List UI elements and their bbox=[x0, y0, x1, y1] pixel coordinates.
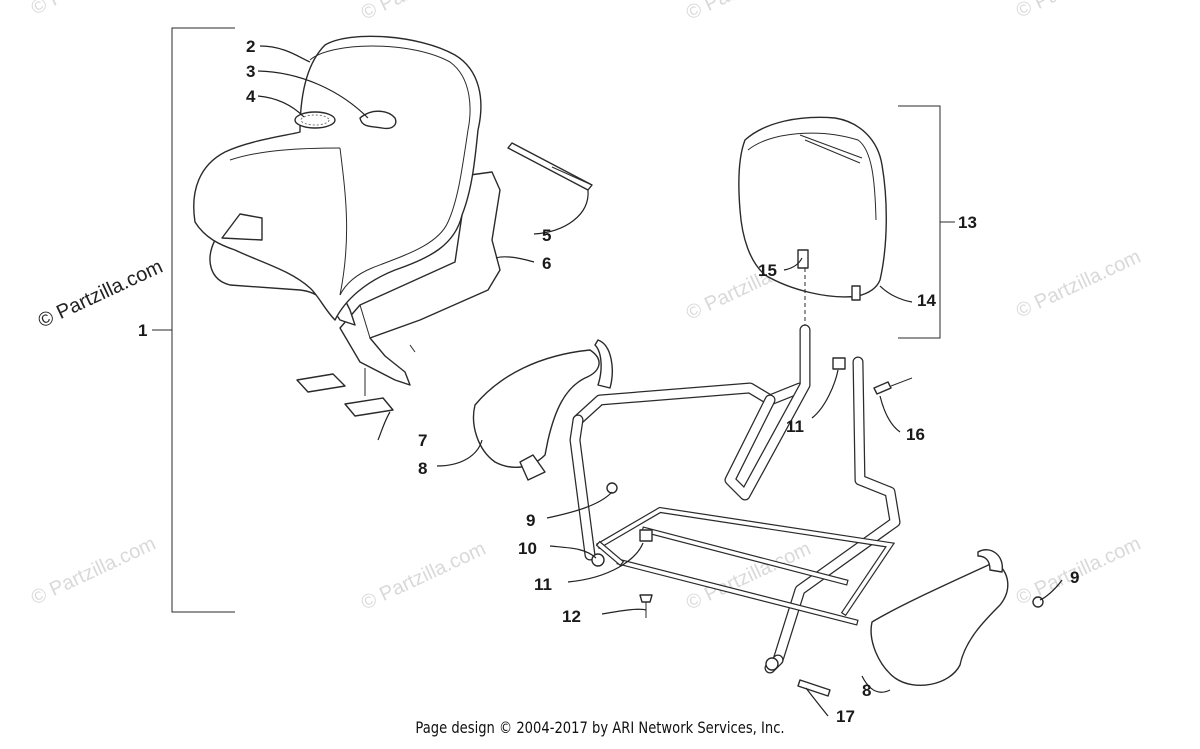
seat-emblem bbox=[294, 111, 336, 129]
label-11: 11 bbox=[786, 417, 804, 436]
strap bbox=[507, 142, 593, 191]
hardware bbox=[606, 357, 1044, 697]
backrest-pad bbox=[738, 116, 887, 301]
label-12: 12 bbox=[562, 607, 581, 626]
side-cover-left bbox=[472, 339, 613, 481]
label-2: 2 bbox=[246, 37, 255, 56]
label-14: 14 bbox=[917, 291, 936, 310]
watermark: © Partzilla.com bbox=[358, 0, 489, 25]
label-6: 6 bbox=[542, 254, 551, 273]
watermark: © Partzilla.com bbox=[28, 533, 159, 610]
label-4: 4 bbox=[246, 87, 256, 106]
watermark: © Partzilla.com bbox=[1013, 0, 1144, 23]
bracket-seat-assembly bbox=[152, 27, 235, 613]
watermark: © Partzilla.com bbox=[683, 0, 814, 25]
backrest-frame bbox=[569, 324, 901, 674]
seat-cushion bbox=[193, 35, 482, 326]
label-8: 8 bbox=[862, 681, 871, 700]
seat-handle bbox=[359, 110, 397, 130]
label-1: 1 bbox=[138, 321, 147, 340]
part-labels: 1 2 3 4 5 6 7 8 9 10 11 12 13 14 15 16 1… bbox=[138, 37, 1079, 726]
label-5: 5 bbox=[542, 226, 551, 245]
watermark: © Partzilla.com bbox=[28, 0, 159, 20]
label-3: 3 bbox=[246, 62, 255, 81]
bracket-backrest-assembly bbox=[898, 105, 955, 339]
label-8: 8 bbox=[418, 459, 427, 478]
watermark: © Partzilla.com bbox=[358, 538, 489, 615]
backrest-post bbox=[797, 249, 809, 325]
side-cover-right bbox=[870, 549, 1009, 686]
label-13: 13 bbox=[958, 213, 977, 232]
leader-lines bbox=[257, 45, 1063, 717]
label-9: 9 bbox=[526, 511, 535, 530]
label-16: 16 bbox=[906, 425, 925, 444]
label-7: 7 bbox=[418, 431, 427, 450]
label-15: 15 bbox=[758, 261, 777, 280]
label-17: 17 bbox=[836, 707, 855, 726]
label-10: 10 bbox=[518, 539, 537, 558]
watermark: © Partzilla.com bbox=[1013, 246, 1144, 323]
seat-pads bbox=[296, 368, 394, 417]
label-9: 9 bbox=[1070, 568, 1079, 587]
label-11: 11 bbox=[534, 575, 552, 594]
seat-base bbox=[339, 171, 501, 386]
copyright-footer: Page design © 2004-2017 by ARI Network S… bbox=[415, 718, 785, 737]
